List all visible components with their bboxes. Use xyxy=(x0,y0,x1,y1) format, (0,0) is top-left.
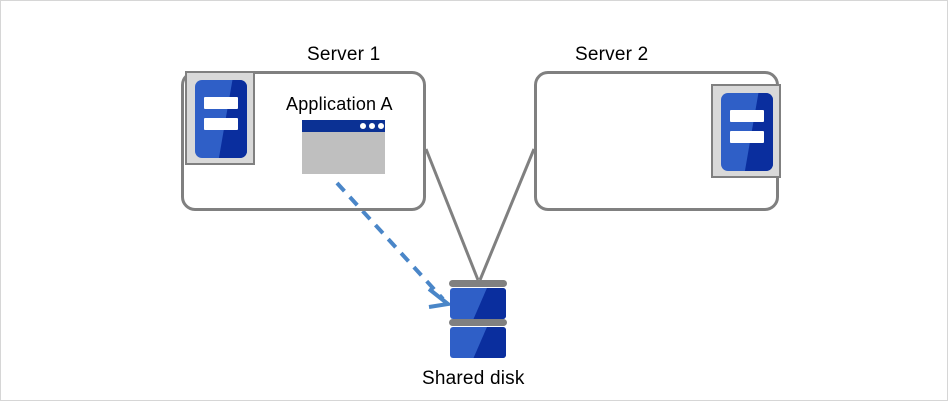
window-dot-icon xyxy=(378,123,384,129)
server-icon-bar-bottom xyxy=(204,118,238,130)
application-label: Application A xyxy=(286,94,393,114)
application-window-body xyxy=(302,132,385,174)
window-dot-icon xyxy=(360,123,366,129)
server-2-label: Server 2 xyxy=(575,44,649,65)
window-dot-icon xyxy=(369,123,375,129)
disk-stack-icon xyxy=(449,280,507,361)
server-icon-bar-top xyxy=(204,97,238,109)
disk-platter-upper xyxy=(450,288,506,319)
application-window-icon xyxy=(302,120,385,174)
server-icon-bar-top xyxy=(730,110,764,122)
server1-to-disk-link xyxy=(424,148,480,281)
disk-platter-shading xyxy=(473,288,506,319)
application-window-titlebar xyxy=(302,120,385,132)
server-1-label: Server 1 xyxy=(307,44,381,65)
shared-disk-label: Shared disk xyxy=(422,368,525,389)
server-icon-card xyxy=(721,93,773,171)
server-1-box xyxy=(181,71,426,211)
server-icon-bar-bottom xyxy=(730,131,764,143)
disk-platter-lower xyxy=(450,327,506,358)
disk-bar-top xyxy=(449,280,507,287)
disk-bar-middle xyxy=(449,319,507,326)
application-to-disk-arrowhead xyxy=(427,287,453,309)
server-icon xyxy=(185,71,255,165)
disk-platter-shading xyxy=(473,327,506,358)
server-icon-card xyxy=(195,80,247,158)
server2-to-disk-link xyxy=(478,148,536,281)
server-icon xyxy=(711,84,781,178)
application-to-disk-access-line xyxy=(335,181,445,301)
